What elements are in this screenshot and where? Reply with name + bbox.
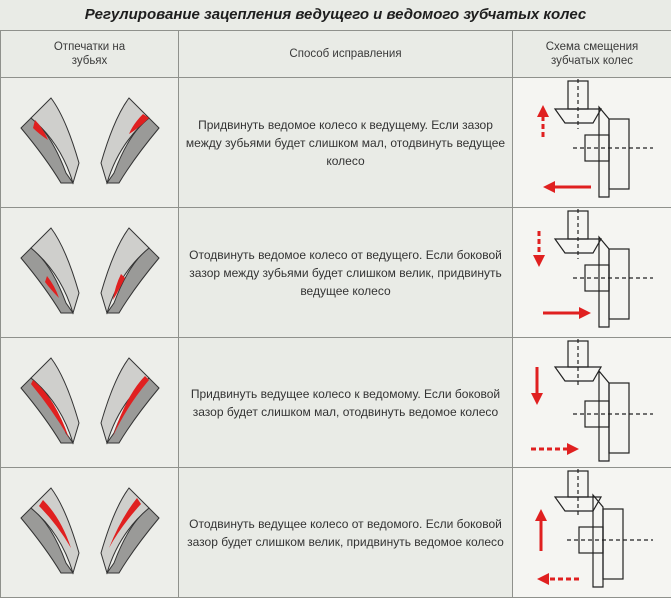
method-text: Придвинуть ведомое колесо к ведущему. Ес… [179, 78, 513, 208]
adjustment-table: Отпечатки на зубьях Способ исправления С… [0, 30, 671, 598]
table-row: Придвинуть ведущее колесо к ведомому. Ес… [1, 338, 671, 468]
gear-shift-scheme-cell [513, 468, 671, 598]
teeth-imprint-cell [1, 78, 179, 208]
teeth-imprint-cell [1, 338, 179, 468]
table-row: Отодвинуть ведущее колесо от ведомого. Е… [1, 468, 671, 598]
gear-shift-diagram [513, 79, 671, 207]
gear-shift-diagram [513, 209, 671, 337]
gear-shift-scheme-cell [513, 208, 671, 338]
header-scheme: Схема смещения зубчатых колес [513, 31, 671, 78]
method-text: Отодвинуть ведущее колесо от ведомого. Е… [179, 468, 513, 598]
header-method: Способ исправления [179, 31, 513, 78]
method-text: Придвинуть ведущее колесо к ведомому. Ес… [179, 338, 513, 468]
table-row: Придвинуть ведомое колесо к ведущему. Ес… [1, 78, 671, 208]
gear-shift-scheme-cell [513, 338, 671, 468]
teeth-imprint-cell [1, 468, 179, 598]
table-header-row: Отпечатки на зубьях Способ исправления С… [1, 31, 671, 78]
page-title: Регулирование зацепления ведущего и ведо… [0, 0, 671, 30]
teeth-imprint-image [1, 218, 179, 328]
teeth-imprint-image [1, 478, 179, 588]
method-text: Отодвинуть ведомое колесо от ведущего. Е… [179, 208, 513, 338]
teeth-imprint-cell [1, 208, 179, 338]
gear-shift-diagram [513, 339, 671, 467]
teeth-imprint-image [1, 348, 179, 458]
header-imprints: Отпечатки на зубьях [1, 31, 179, 78]
gear-shift-diagram [513, 469, 671, 597]
gear-shift-scheme-cell [513, 78, 671, 208]
teeth-imprint-image [1, 88, 179, 198]
table-row: Отодвинуть ведомое колесо от ведущего. Е… [1, 208, 671, 338]
